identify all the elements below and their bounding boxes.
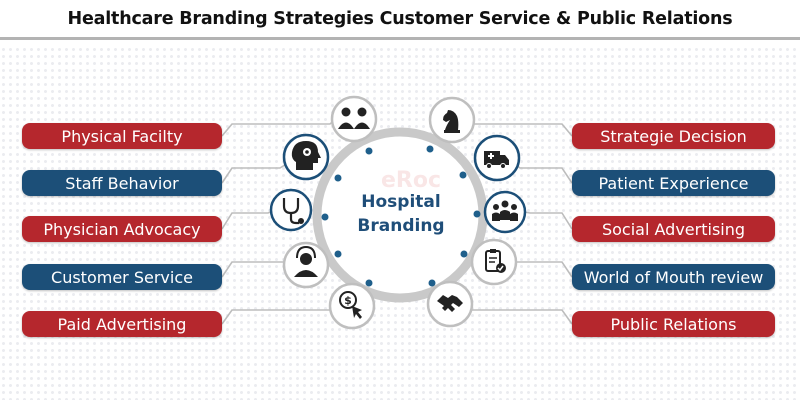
ring-dot (473, 210, 481, 218)
connector-left-1 (221, 111, 345, 137)
stethoscope-icon (269, 188, 313, 232)
ring-dot (428, 279, 436, 287)
pill-world-of-mouth-review: World of Mouth review (572, 264, 775, 290)
page-title: Healthcare Branding Strategies Customer … (67, 8, 733, 29)
center-label-line1: Hospital (361, 192, 441, 212)
pill-label: Social Advertising (601, 219, 746, 239)
pill-label: Paid Advertising (57, 314, 187, 334)
header-bar: Healthcare Branding Strategies Customer … (0, 0, 800, 40)
pill-label: Strategie Decision (600, 126, 747, 146)
ring-dot (365, 279, 373, 287)
head-brain-icon (282, 133, 330, 181)
pill-label: Customer Service (51, 267, 193, 287)
pill-paid-advertising: Paid Advertising (22, 311, 222, 337)
pill-physical-facility: Physical Facilty (22, 123, 222, 149)
pill-social-advertising: Social Advertising (572, 216, 775, 242)
ring-dot (426, 145, 434, 153)
pill-strategie-decision: Strategie Decision (572, 123, 775, 149)
connector-left-5 (221, 305, 335, 325)
pill-label: Patient Experience (598, 173, 749, 193)
pill-label: Public Relations (610, 314, 737, 334)
ring-dot (321, 213, 329, 221)
pill-customer-service: Customer Service (22, 264, 222, 290)
ambulance-icon (473, 134, 521, 182)
connector-right-5 (463, 305, 573, 325)
connector-right-1 (461, 119, 573, 137)
handshake-icon (426, 280, 474, 328)
connector-right-2 (511, 161, 573, 184)
watermark-text: eRoc (380, 168, 442, 193)
connector-right-3 (523, 211, 573, 230)
dollar-click-icon: $ (328, 282, 376, 330)
ring-dot (365, 147, 373, 155)
pill-label: Physician Advocacy (43, 219, 201, 239)
pill-staff-behavior: Staff Behavior (22, 170, 222, 196)
ring-dot (459, 171, 467, 179)
pill-label: Staff Behavior (65, 173, 179, 193)
ring-dot (334, 250, 342, 258)
support-agent-icon (282, 241, 330, 289)
chess-knight-icon (428, 96, 476, 144)
ring-dot (334, 174, 342, 182)
connector-right-4 (510, 261, 573, 278)
center-ring (312, 127, 488, 303)
pill-patient-experience: Patient Experience (572, 170, 775, 196)
clipboard-check-icon (470, 238, 518, 286)
svg-text:$: $ (344, 294, 352, 307)
doctors-icon (330, 95, 378, 143)
pill-public-relations: Public Relations (572, 311, 775, 337)
center-label: Hospital Branding (339, 190, 463, 238)
center-label-line2: Branding (357, 216, 445, 236)
pill-label: World of Mouth review (583, 267, 764, 287)
ring-dot (460, 250, 468, 258)
people-group-icon (483, 190, 527, 234)
pill-physician-advocacy: Physician Advocacy (22, 216, 222, 242)
connector-left-3 (221, 209, 277, 230)
pill-label: Physical Facilty (61, 126, 183, 146)
